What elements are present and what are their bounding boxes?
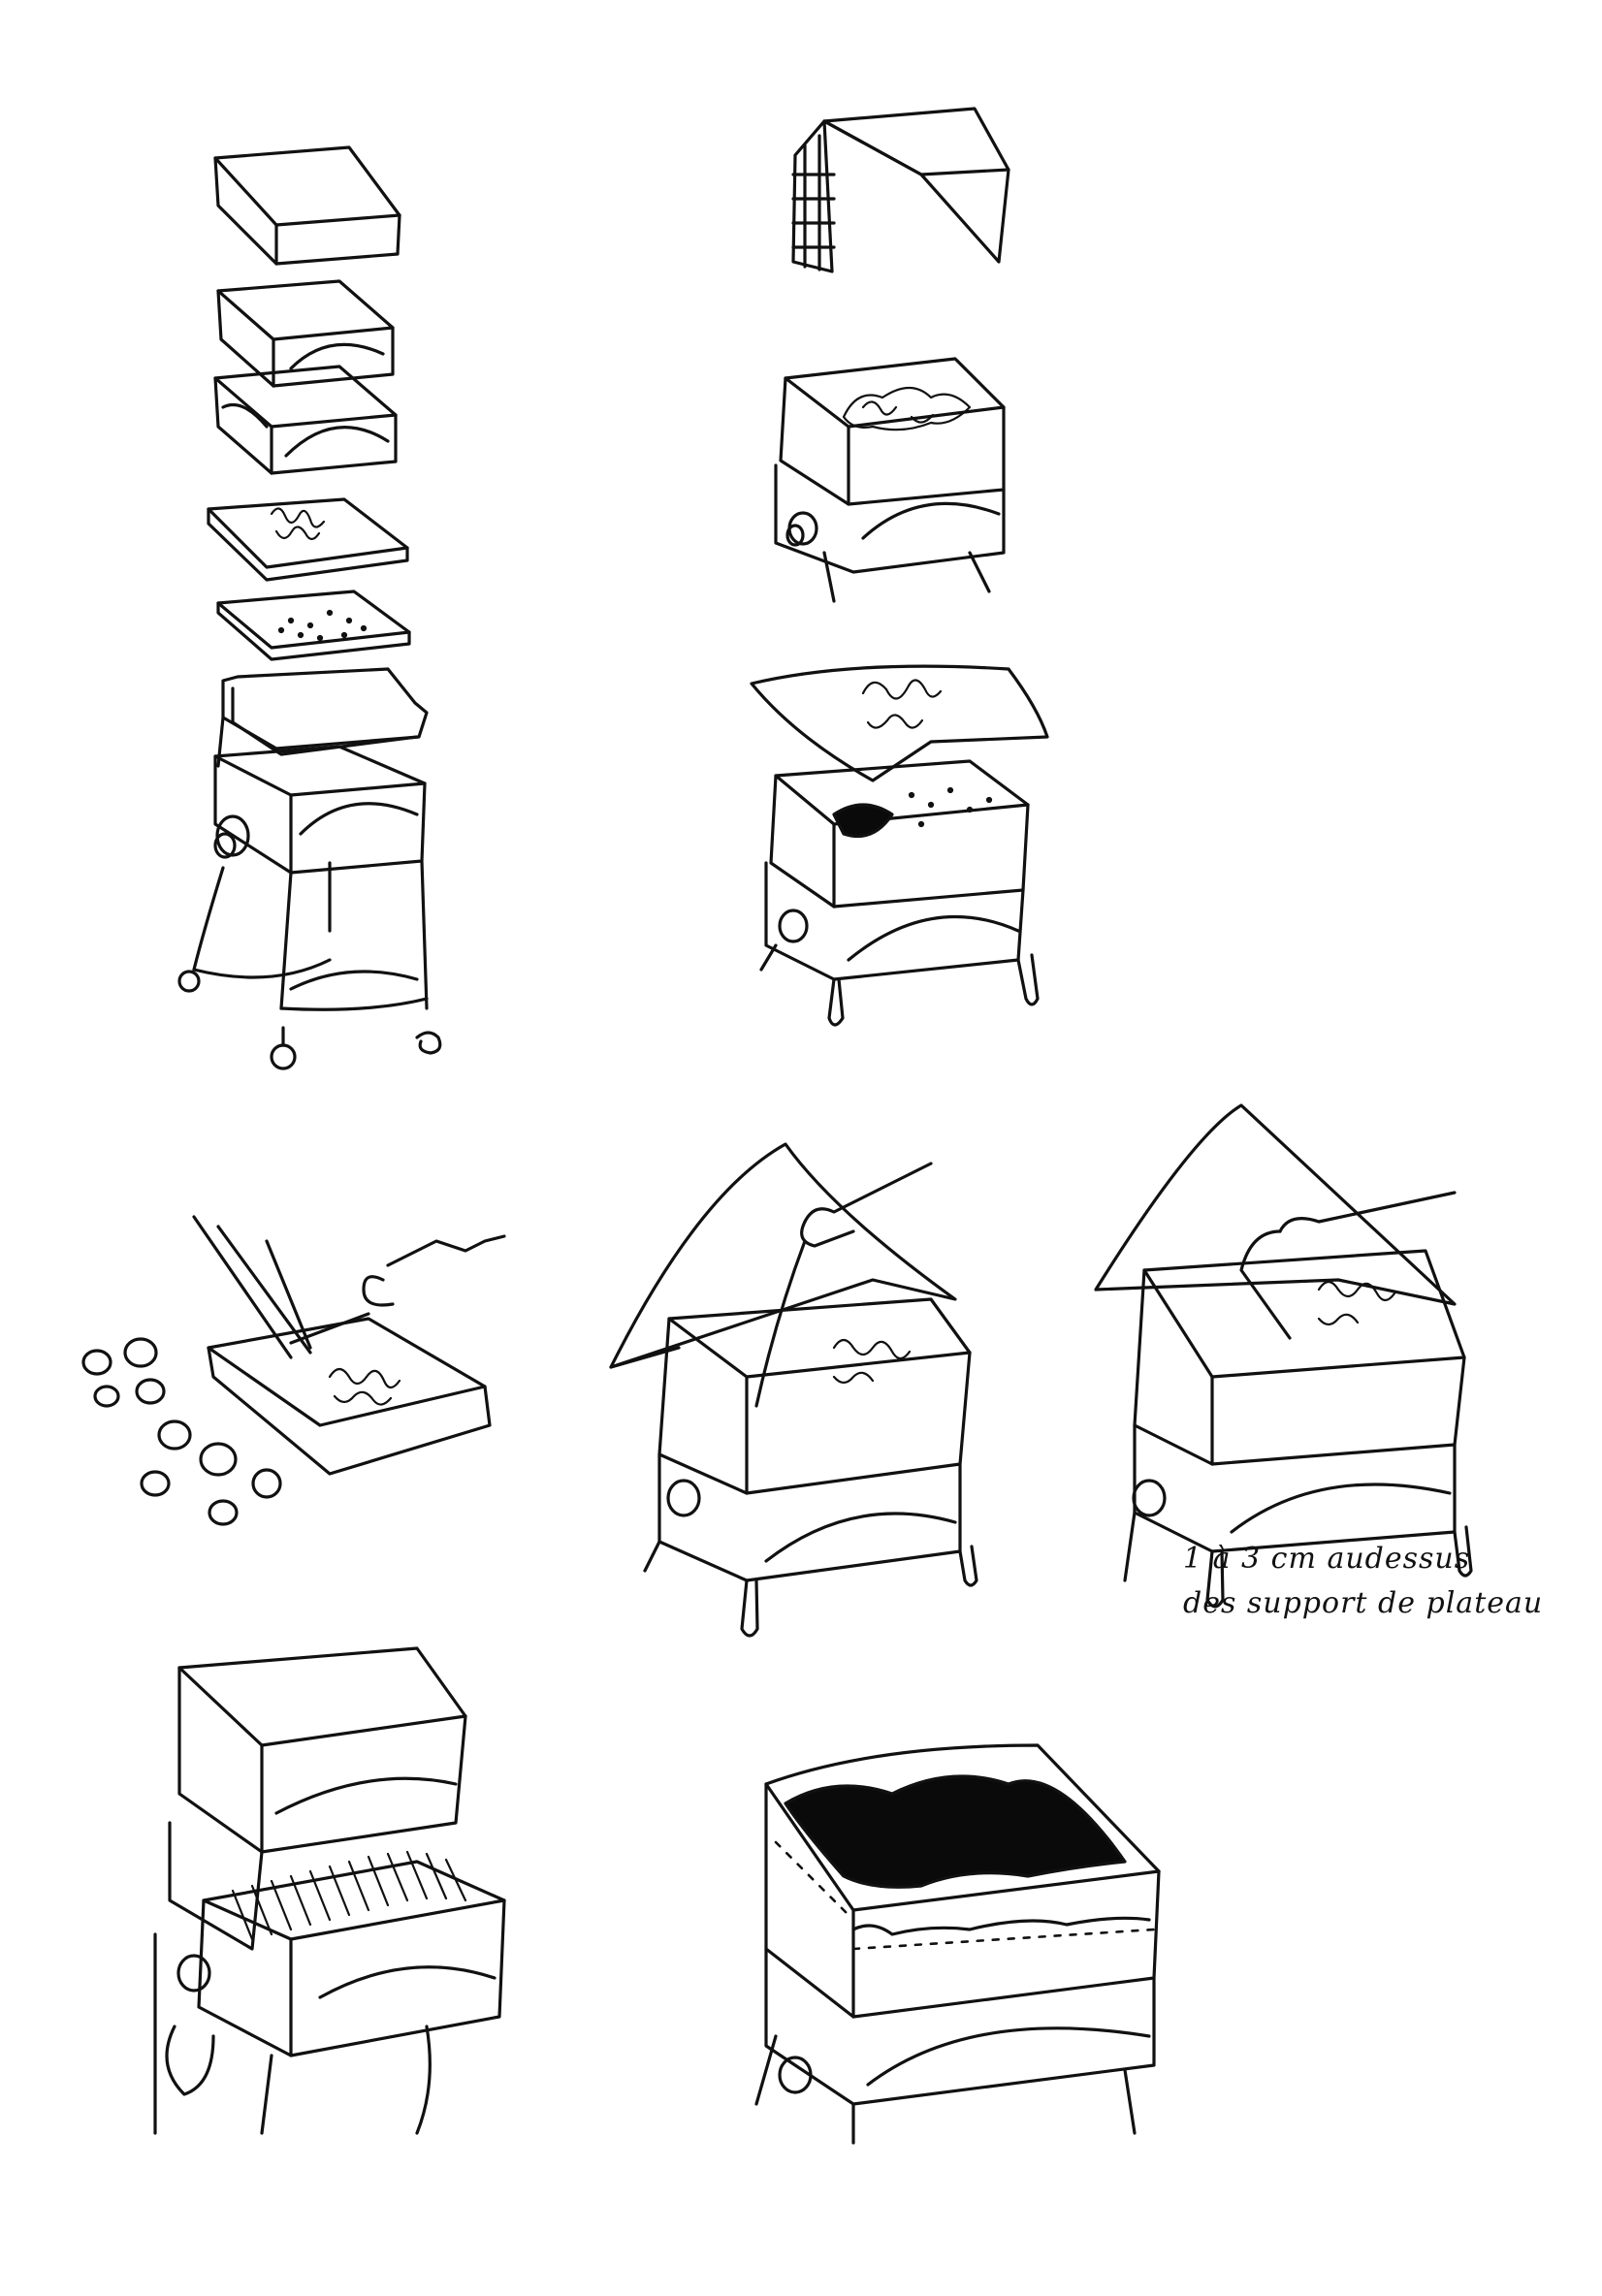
annotation-line-2: des support de plateau	[1183, 1586, 1544, 1620]
stacking-trays-drawing	[153, 1646, 506, 2135]
chopping-drawing	[81, 1215, 506, 1526]
annotation-line-1: 1 à 3 cm audessus	[1183, 1542, 1471, 1576]
dimension-annotation: 1 à 3 cm audessus des support de plateau	[1183, 1537, 1571, 1626]
adding-scraps-left-drawing	[609, 1142, 978, 1638]
exploded-stack-drawing	[177, 145, 442, 1070]
filled-tray-drawing	[774, 357, 1006, 603]
filled-bin-drawing	[754, 1743, 1161, 2145]
adding-scraps-right-drawing	[1094, 1103, 1473, 1609]
cloth-cover-drawing	[750, 664, 1049, 1027]
mesh-lid-drawing	[791, 107, 1010, 273]
